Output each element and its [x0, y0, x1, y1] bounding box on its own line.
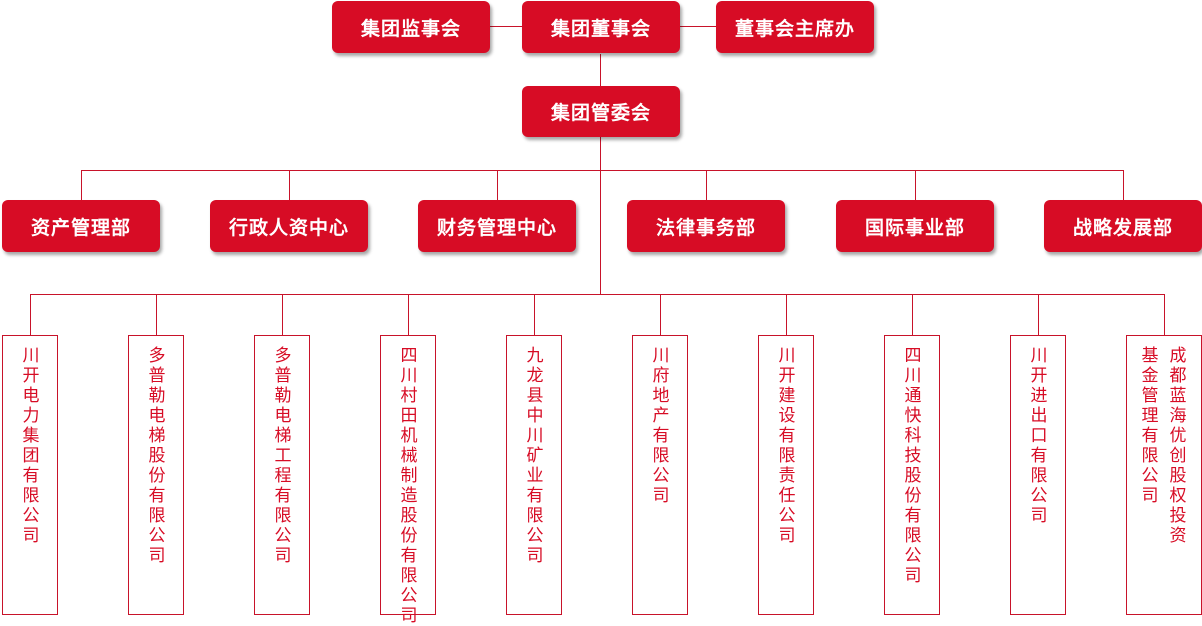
group-board-box[interactable]: 集团董事会: [522, 1, 680, 53]
connector-department-drop: [706, 170, 707, 200]
connector-department-drop: [915, 170, 916, 200]
company-box-chuankai-construction[interactable]: 川开建设有限责任公司: [758, 335, 814, 615]
connector-company-drop: [660, 294, 661, 335]
management-committee-box[interactable]: 集团管委会: [522, 86, 680, 137]
connector-company-drop: [282, 294, 283, 335]
department-label: 国际事业部: [864, 216, 965, 239]
department-label: 资产管理部: [30, 216, 131, 239]
department-admin-hr[interactable]: 行政人资中心: [210, 200, 368, 252]
company-box-doppler-elevator-engineering[interactable]: 多普勒电梯工程有限公司: [254, 335, 310, 615]
department-legal[interactable]: 法律事务部: [627, 200, 785, 252]
company-box-sichuan-murata[interactable]: 四川村田机械制造股份有限公司: [380, 335, 436, 626]
company-name-line-1: 成都蓝海优创股权投资: [1169, 346, 1187, 546]
connector-department-drop: [1123, 170, 1124, 200]
department-label: 行政人资中心: [228, 216, 349, 239]
chairman-office-label: 董事会主席办: [734, 17, 855, 40]
management-committee-label: 集团管委会: [550, 102, 651, 124]
company-name: 多普勒电梯股份有限公司: [148, 346, 166, 566]
company-box-chuankai-import-export[interactable]: 川开进出口有限公司: [1010, 335, 1066, 615]
connector-company-drop: [408, 294, 409, 335]
connector-committee-trunk: [600, 137, 601, 294]
company-name: 四川通快科技股份有限公司: [904, 346, 922, 586]
department-asset-management[interactable]: 资产管理部: [2, 200, 160, 252]
group-board-label: 集团董事会: [550, 17, 651, 40]
company-name-line-2: 基金管理有限公司: [1141, 346, 1159, 506]
company-name: 多普勒电梯工程有限公司: [274, 346, 292, 566]
company-name: 川开建设有限责任公司: [778, 346, 796, 546]
supervisory-board-label: 集团监事会: [360, 17, 461, 40]
department-label: 法律事务部: [655, 216, 756, 239]
connector-department-drop: [497, 170, 498, 200]
connector-board-committee: [600, 54, 601, 86]
company-name: 川府地产有限公司: [652, 346, 670, 506]
department-strategy[interactable]: 战略发展部: [1044, 200, 1202, 252]
connector-company-drop: [156, 294, 157, 335]
company-name: 九龙县中川矿业有限公司: [526, 346, 544, 566]
connector-department-drop: [289, 170, 290, 200]
connector-company-drop: [30, 294, 31, 335]
department-label: 财务管理中心: [436, 216, 557, 239]
company-box-jiulong-mining[interactable]: 九龙县中川矿业有限公司: [506, 335, 562, 615]
connector-company-drop: [912, 294, 913, 335]
company-box-chengdu-lanhai[interactable]: 成都蓝海优创股权投资 基金管理有限公司: [1126, 335, 1202, 615]
connector-company-drop: [1164, 294, 1165, 335]
connector-company-drop: [534, 294, 535, 335]
department-finance[interactable]: 财务管理中心: [418, 200, 576, 252]
chairman-office-box[interactable]: 董事会主席办: [716, 1, 874, 53]
company-name: 川开进出口有限公司: [1030, 346, 1048, 526]
connector-departments-bus: [81, 170, 1124, 171]
company-box-sichuan-tongkuai[interactable]: 四川通快科技股份有限公司: [884, 335, 940, 615]
company-box-doppler-elevator[interactable]: 多普勒电梯股份有限公司: [128, 335, 184, 615]
company-box-chuanfu-realestate[interactable]: 川府地产有限公司: [632, 335, 688, 615]
connector-department-drop: [81, 170, 82, 200]
supervisory-board-box[interactable]: 集团监事会: [332, 1, 490, 53]
connector-company-drop: [1038, 294, 1039, 335]
connector-companies-bus: [30, 294, 1165, 295]
connector-company-drop: [786, 294, 787, 335]
company-name: 川开电力集团有限公司: [22, 346, 40, 546]
department-international[interactable]: 国际事业部: [836, 200, 994, 252]
company-box-chuankai-power[interactable]: 川开电力集团有限公司: [2, 335, 58, 615]
company-name: 四川村田机械制造股份有限公司: [400, 346, 418, 626]
department-label: 战略发展部: [1072, 216, 1173, 239]
